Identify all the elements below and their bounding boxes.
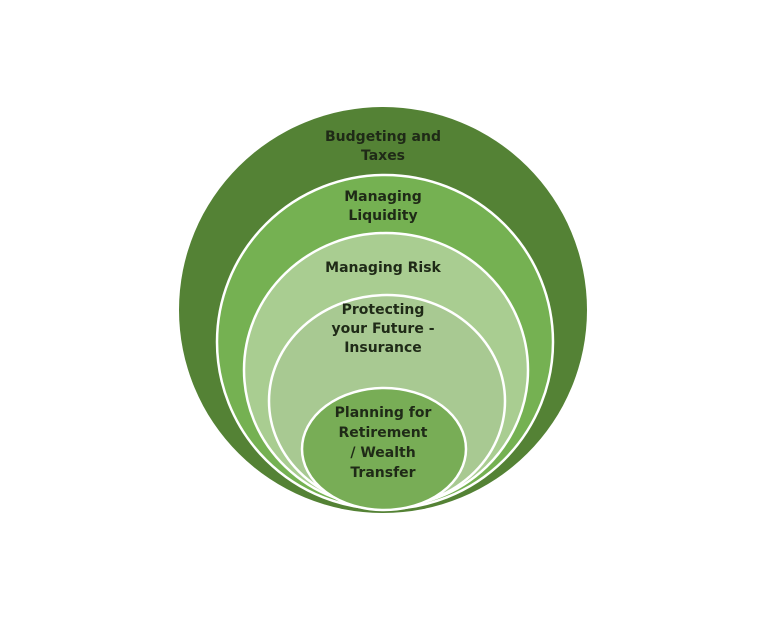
ring-planning	[300, 386, 468, 512]
label-liquidity: Managing Liquidity	[344, 189, 422, 224]
label-protecting: Protecting your Future - Insurance	[331, 302, 435, 356]
label-planning: Planning for Retirement / Wealth Transfe…	[334, 405, 432, 481]
label-budgeting: Budgeting and Taxes	[325, 129, 441, 164]
label-risk: Managing Risk	[325, 260, 441, 276]
